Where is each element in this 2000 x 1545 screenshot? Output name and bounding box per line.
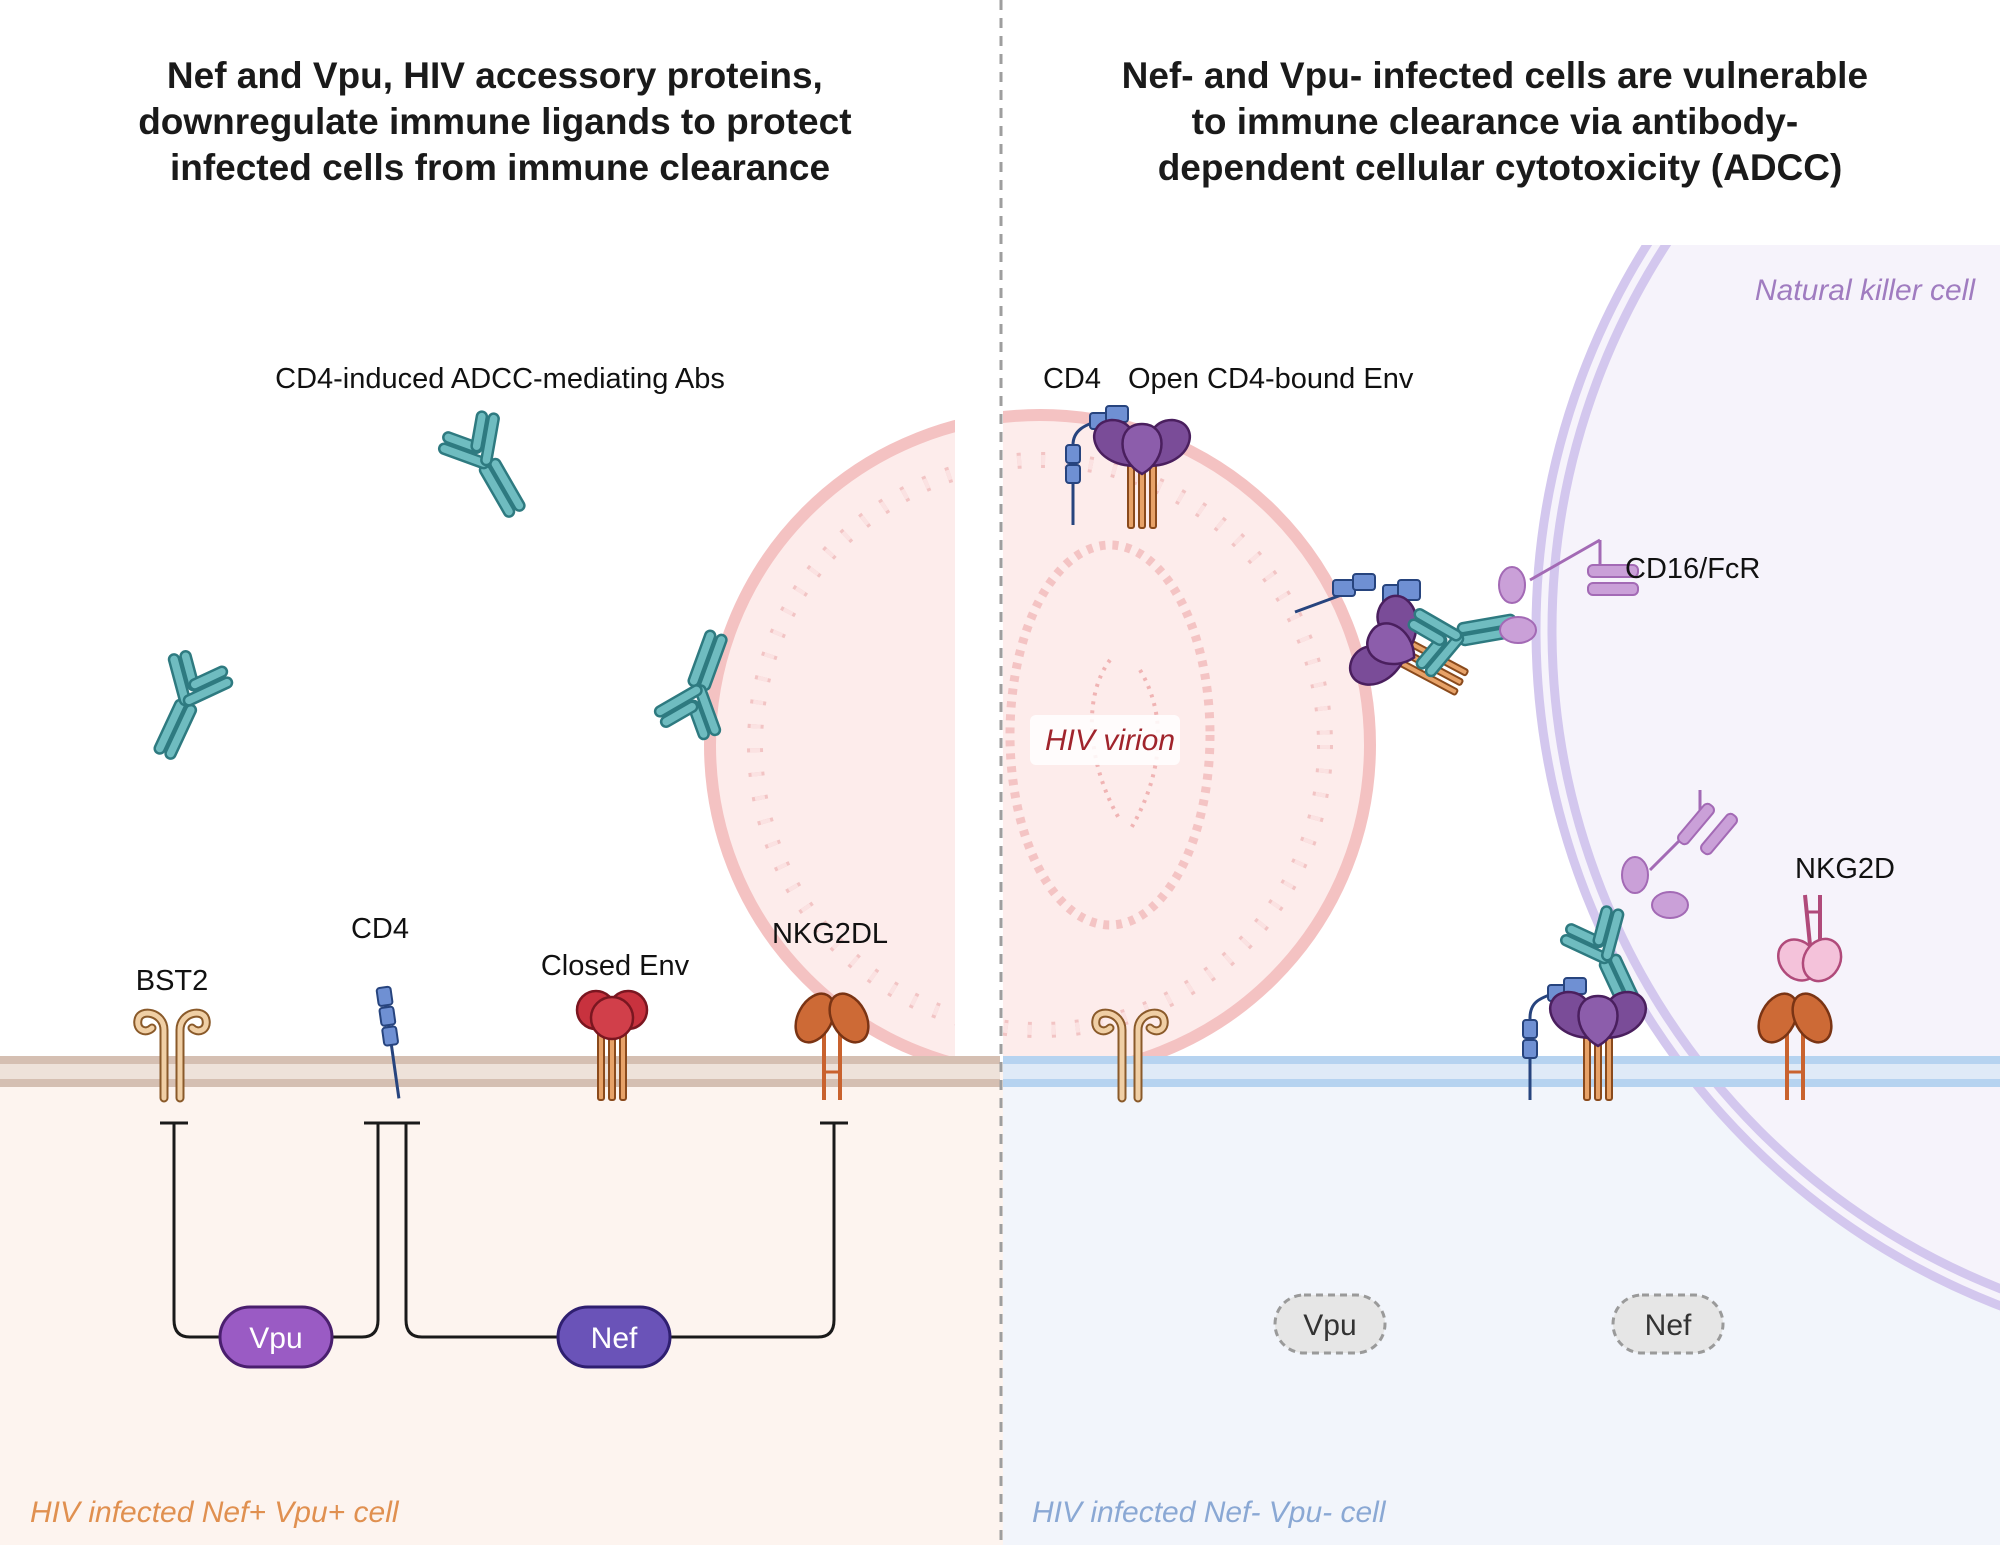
virion-cd4-icon [1065, 405, 1129, 525]
svg-text:Nef: Nef [1645, 1309, 1692, 1342]
left-infected-cell-cytoplasm [0, 1070, 1000, 1545]
virion-cd4-env-complex-icon [1294, 573, 1486, 727]
cd4-label: CD4 [351, 913, 409, 945]
virion-label-box: HIV virion [1030, 715, 1180, 765]
right-cd4-icon [1522, 977, 1587, 1100]
nk-cell-label: Natural killer cell [1755, 274, 1976, 307]
right-cell-label: HIV infected Nef- Vpu- cell [1032, 1496, 1387, 1529]
nkg2d-label: NKG2D [1795, 853, 1895, 885]
closed-env-label: Closed Env [541, 950, 690, 982]
nef-absent-protein: Nef [1611, 1293, 1725, 1355]
bst2-label: BST2 [136, 965, 209, 997]
closed-env-icon [575, 989, 649, 1101]
cd16-label: CD16/FcR [1625, 553, 1760, 585]
antibodies-label: CD4-induced ADCC-mediating Abs [275, 363, 725, 395]
vpu-absent-protein: Vpu [1273, 1293, 1387, 1355]
nkg2dl-label: NKG2DL [772, 918, 888, 950]
right-cell-membrane [1003, 1056, 2000, 1087]
nkg2d-receptor-icon [1776, 894, 1843, 983]
left-title: Nef and Vpu, HIV accessory proteins, dow… [138, 55, 862, 188]
cd16-receptor-icon [1498, 538, 1639, 644]
svg-text:Vpu: Vpu [249, 1322, 302, 1355]
nef-protein: Nef [556, 1305, 672, 1369]
left-cell-label: HIV infected Nef+ Vpu+ cell [30, 1496, 400, 1529]
right-title: Nef- and Vpu- infected cells are vulnera… [1122, 55, 1879, 188]
nef-inhibition-lines [392, 1121, 848, 1339]
vpu-inhibition-lines [160, 1121, 392, 1339]
open-env-label: Open CD4-bound Env [1128, 363, 1414, 395]
svg-text:HIV virion: HIV virion [1045, 724, 1175, 757]
left-cell-membrane [0, 1056, 1000, 1087]
svg-text:Vpu: Vpu [1303, 1309, 1356, 1342]
cd16-receptor-lower-icon [1621, 790, 1738, 919]
vpu-protein: Vpu [218, 1305, 334, 1369]
svg-text:Nef: Nef [591, 1322, 638, 1355]
virion-cd4-label: CD4 [1043, 363, 1101, 395]
